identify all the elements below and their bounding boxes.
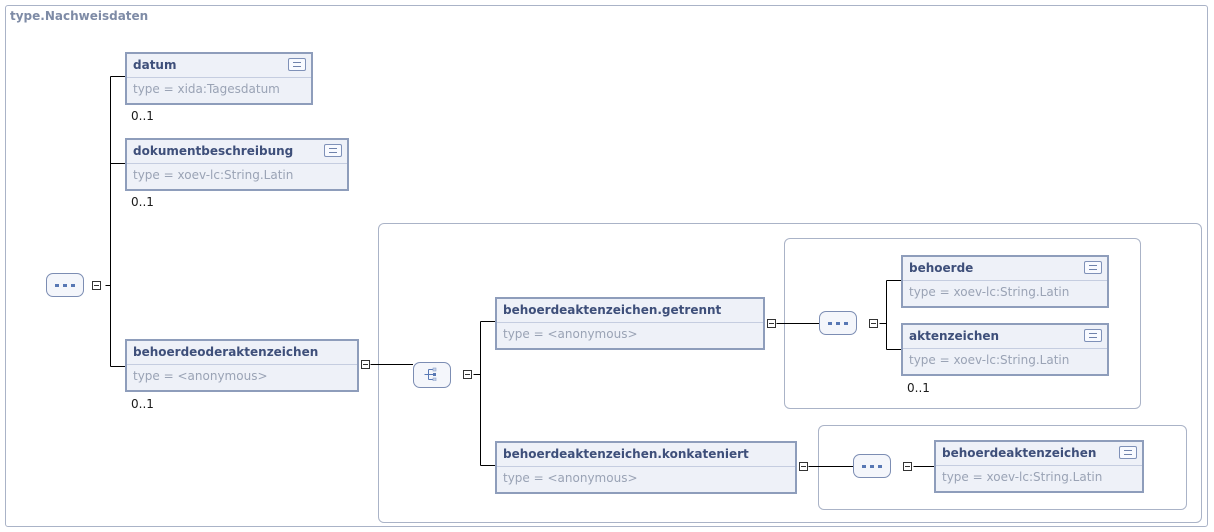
cardinality-label: 0..1 (131, 109, 154, 123)
sequence-icon[interactable] (46, 273, 84, 297)
element-dokumentbeschreibung[interactable]: dokumentbeschreibung type = xoev-lc:Stri… (125, 138, 349, 191)
element-behoerdeaktenzeichen[interactable]: behoerdeaktenzeichen type = xoev-lc:Stri… (934, 440, 1144, 493)
element-type: type = xida:Tagesdatum (133, 82, 280, 96)
diagram-title: type.Nachweisdaten (10, 9, 149, 23)
cardinality-label: 0..1 (907, 381, 930, 395)
collapse-toggle-icon[interactable] (799, 462, 808, 471)
collapse-toggle-icon[interactable] (767, 319, 776, 328)
element-type: type = <anonymous> (503, 471, 638, 485)
choice-content-group (378, 223, 1202, 523)
collapse-toggle-icon[interactable] (903, 462, 912, 471)
element-name: behoerdeaktenzeichen.getrennt (503, 303, 722, 317)
choice-icon[interactable] (413, 362, 451, 388)
cardinality-label: 0..1 (131, 195, 154, 209)
cardinality-label: 0..1 (131, 397, 154, 411)
element-name: behoerdeoderaktenzeichen (133, 345, 319, 359)
element-behoerdeaktenzeichen-getrennt[interactable]: behoerdeaktenzeichen.getrennt type = <an… (495, 297, 765, 350)
documentation-icon[interactable] (1084, 329, 1102, 342)
element-behoerdeoderaktenzeichen[interactable]: behoerdeoderaktenzeichen type = <anonymo… (125, 339, 359, 392)
documentation-icon[interactable] (288, 58, 306, 71)
collapse-toggle-icon[interactable] (869, 319, 878, 328)
element-datum[interactable]: datum type = xida:Tagesdatum (125, 52, 313, 105)
element-type: type = xoev-lc:String.Latin (909, 285, 1070, 299)
element-type: type = <anonymous> (503, 327, 638, 341)
element-type: type = xoev-lc:String.Latin (133, 168, 294, 182)
element-type: type = xoev-lc:String.Latin (942, 470, 1103, 484)
documentation-icon[interactable] (1084, 261, 1102, 274)
element-name: datum (133, 58, 177, 72)
element-name: behoerdeaktenzeichen.konkateniert (503, 447, 749, 461)
element-behoerdeaktenzeichen-konkateniert[interactable]: behoerdeaktenzeichen.konkateniert type =… (495, 441, 797, 494)
element-behoerde[interactable]: behoerde type = xoev-lc:String.Latin (901, 255, 1109, 308)
konkateniert-content-group (818, 425, 1187, 510)
element-type: type = <anonymous> (133, 369, 268, 383)
element-name: aktenzeichen (909, 329, 1000, 343)
element-name: dokumentbeschreibung (133, 144, 294, 158)
sequence-icon[interactable] (819, 311, 857, 335)
element-name: behoerdeaktenzeichen (942, 446, 1097, 460)
element-type: type = xoev-lc:String.Latin (909, 353, 1070, 367)
documentation-icon[interactable] (1119, 446, 1137, 459)
diagram-frame (5, 5, 1208, 527)
sequence-icon[interactable] (853, 454, 891, 478)
documentation-icon[interactable] (324, 144, 342, 157)
collapse-toggle-icon[interactable] (361, 360, 370, 369)
element-name: behoerde (909, 261, 974, 275)
collapse-toggle-icon[interactable] (92, 281, 101, 290)
collapse-toggle-icon[interactable] (463, 370, 472, 379)
element-aktenzeichen[interactable]: aktenzeichen type = xoev-lc:String.Latin (901, 323, 1109, 376)
